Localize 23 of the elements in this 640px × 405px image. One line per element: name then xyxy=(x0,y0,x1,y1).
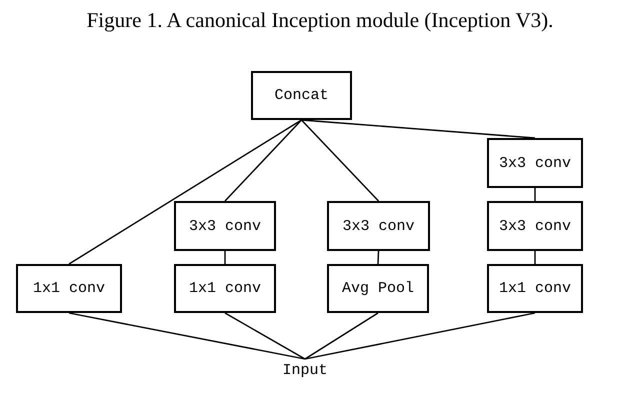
layer-box: 3x3 conv xyxy=(487,201,583,251)
connector-line xyxy=(377,250,380,264)
connector-line xyxy=(304,312,536,360)
layer-box: Avg Pool xyxy=(327,264,429,313)
layer-box: 3x3 conv xyxy=(174,201,276,251)
connector-line xyxy=(534,188,536,201)
connector-line xyxy=(68,119,302,265)
layer-box: Concat xyxy=(251,71,352,120)
connector-line xyxy=(534,251,536,264)
connector-line xyxy=(301,119,536,139)
layer-box: 3x3 conv xyxy=(327,201,430,251)
layer-box: 1x1 conv xyxy=(174,264,276,313)
input-label: Input xyxy=(272,359,338,381)
connector-line xyxy=(301,120,379,202)
figure-title: Figure 1. A canonical Inception module (Inception V3). xyxy=(86,8,554,33)
layer-box: 3x3 conv xyxy=(487,138,583,188)
connector-line xyxy=(224,251,226,264)
layer-box: 1x1 conv xyxy=(16,264,122,313)
connector-line xyxy=(224,120,302,202)
layer-box: 1x1 conv xyxy=(487,264,583,313)
connector-line xyxy=(304,312,378,360)
connector-line xyxy=(224,312,306,360)
connector-line xyxy=(68,312,306,360)
